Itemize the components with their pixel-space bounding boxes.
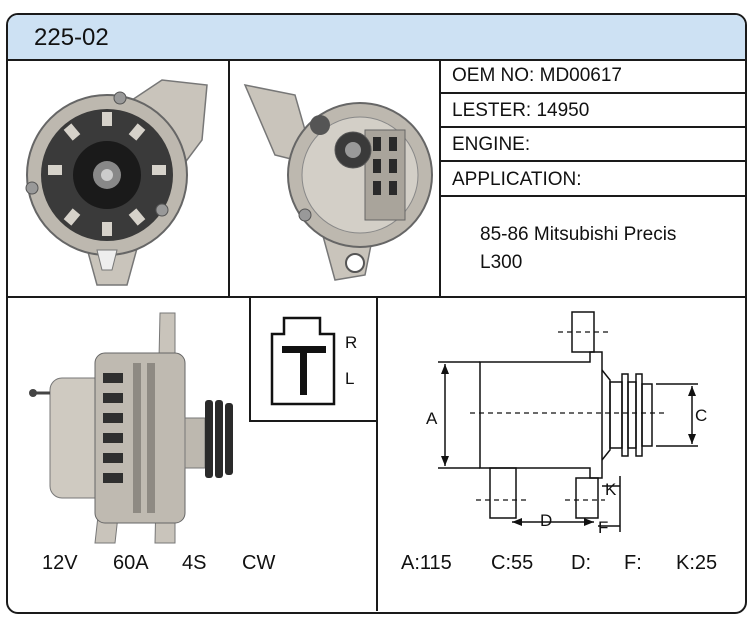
divider-row1: [440, 92, 745, 94]
divider-photo2: [439, 59, 441, 297]
dim-value-k: K:25: [676, 552, 718, 574]
dim-value-d: D:: [571, 552, 591, 574]
dim-label-c: C: [695, 406, 708, 425]
dim-label-f: F: [598, 518, 609, 537]
dimension-drawing: [438, 311, 698, 532]
header-bar: 225-02: [8, 15, 745, 61]
dim-label-a: A: [426, 409, 438, 428]
oem-number: OEM NO: MD00617: [452, 65, 622, 86]
voltage-rating: 12V: [42, 552, 78, 574]
rotation-direction: CW: [242, 552, 276, 574]
application-line-1: 85-86 Mitsubishi Precis: [480, 224, 677, 245]
dim-label-d: D: [540, 511, 553, 530]
alternator-side-photo: [29, 312, 233, 544]
pulley-groove: 4S: [182, 552, 207, 574]
dim-label-k: K: [605, 480, 617, 499]
plug-box-bottom: [249, 420, 378, 422]
divider-photo1: [228, 59, 230, 297]
alternator-front-photo: [25, 79, 208, 286]
divider-row3: [440, 160, 745, 162]
amperage-rating: 60A: [113, 552, 149, 574]
alternator-rear-photo: [243, 83, 433, 281]
dim-value-a: A:115: [401, 552, 452, 574]
application-label: APPLICATION:: [452, 169, 582, 190]
lester-number: LESTER: 14950: [452, 100, 590, 121]
divider-row4: [440, 195, 745, 197]
dim-value-c: C:55: [491, 552, 534, 574]
divider-row2: [440, 126, 745, 128]
dim-value-f: F:: [624, 552, 642, 574]
part-number: 225-02: [34, 24, 109, 51]
divider-bottom-v: [376, 297, 378, 611]
plug-box-left: [249, 297, 251, 421]
engine-label: ENGINE:: [452, 134, 531, 155]
divider-middle-h: [6, 296, 745, 298]
terminal-l-label: L: [345, 369, 355, 388]
terminal-r-label: R: [345, 333, 358, 352]
plug-connector-diagram: [270, 316, 336, 406]
application-line-2: L300: [480, 252, 523, 273]
